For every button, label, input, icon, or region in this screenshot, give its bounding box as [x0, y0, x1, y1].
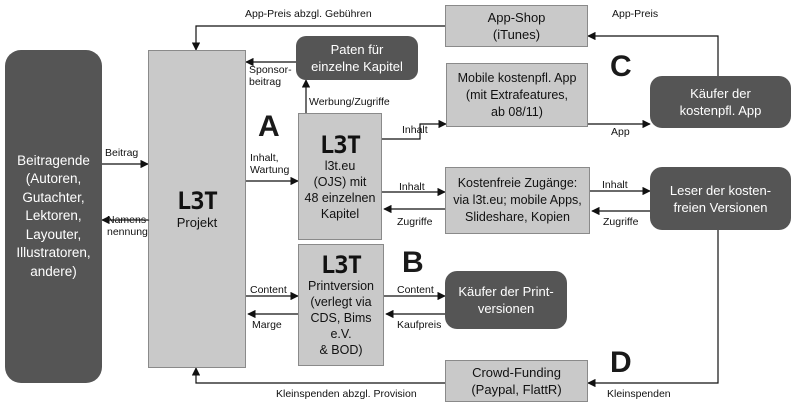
free-access-label: Kostenfreie Zugänge: via l3t.eu; mobile …: [453, 176, 582, 224]
contributors-label: Beitragende (Autoren, Gutachter, Lektore…: [16, 152, 91, 279]
label-content-free: Inhalt: [399, 181, 425, 193]
print-buyers-box: Käufer der Print- versionen: [445, 271, 567, 329]
label-contribution: Beitrag: [105, 147, 139, 159]
sponsors-label: Paten für einzelne Kapitel: [311, 42, 403, 74]
label-content-maintenance: Inhalt, Wartung: [250, 152, 290, 176]
contributors-box: Beitragende (Autoren, Gutachter, Lektore…: [5, 50, 102, 383]
mobile-app-label: Mobile kostenpfl. App (mit Extrafeatures…: [457, 70, 577, 119]
label-purchase-price: Kaufpreis: [397, 319, 442, 331]
arrow-crowdfunding-to-project: [191, 367, 445, 384]
free-readers-box: Leser der kosten- freien Versionen: [650, 167, 791, 230]
label-app-price-fees: App-Preis abzgl. Gebühren: [245, 8, 372, 20]
label-small-donations: Kleinspenden: [607, 388, 671, 400]
l3t-eu-label: l3t.eu (OJS) mit 48 einzelnen Kapitel: [304, 158, 376, 221]
project-label: Projekt: [176, 214, 218, 230]
arrow-appshop-to-project: [191, 25, 445, 51]
arrow-appbuyers-to-appshop: [587, 31, 719, 76]
app-shop-label: App-Shop (iTunes): [487, 10, 546, 42]
print-label: Printversion (verlegt via CDS, Bims e.V.…: [308, 279, 374, 357]
arrow-readers-to-crowdfunding: [587, 230, 719, 388]
arrow-l3teu-to-mobileapp: [382, 119, 447, 140]
print-box: L3T Printversion (verlegt via CDS, Bims …: [298, 244, 384, 366]
project-box: L3T Projekt: [148, 50, 246, 368]
l3t-logo-project: L3T: [176, 186, 218, 215]
print-buyers-label: Käufer der Print- versionen: [458, 284, 554, 316]
free-readers-label: Leser der kosten- freien Versionen: [669, 182, 772, 215]
label-sponsor-contribution: Sponsor- beitrag: [249, 64, 292, 88]
app-shop-box: App-Shop (iTunes): [445, 5, 588, 47]
crowdfunding-box: Crowd-Funding (Paypal, FlattR): [445, 360, 588, 402]
app-buyers-box: Käufer der kostenpfl. App: [650, 76, 791, 128]
label-content-print-out: Content: [397, 284, 434, 296]
label-naming: Namens- nennung: [107, 214, 150, 238]
l3t-logo-print: L3T: [320, 251, 362, 279]
mobile-app-box: Mobile kostenpfl. App (mit Extrafeatures…: [446, 63, 588, 127]
label-content-print-in: Content: [250, 284, 287, 296]
sponsors-box: Paten für einzelne Kapitel: [296, 36, 418, 80]
label-accesses-free: Zugriffe: [397, 216, 433, 228]
label-margin: Marge: [252, 319, 282, 331]
crowdfunding-label: Crowd-Funding (Paypal, FlattR): [471, 365, 562, 397]
l3t-eu-box: L3T l3t.eu (OJS) mit 48 einzelnen Kapite…: [298, 113, 382, 240]
free-access-box: Kostenfreie Zugänge: via l3t.eu; mobile …: [445, 167, 590, 234]
marker-d: D: [610, 346, 632, 379]
marker-a: A: [258, 110, 280, 143]
label-accesses-readers: Zugriffe: [603, 216, 639, 228]
label-content-mobile: Inhalt: [402, 124, 428, 136]
marker-b: B: [402, 246, 424, 279]
label-small-donations-less: Kleinspenden abzgl. Provision: [276, 388, 417, 400]
l3t-logo-eu: L3T: [319, 130, 361, 159]
marker-c: C: [610, 50, 632, 83]
app-buyers-label: Käufer der kostenpfl. App: [679, 86, 762, 118]
label-advertising: Werbung/Zugriffe: [309, 96, 390, 108]
label-content-readers: Inhalt: [602, 179, 628, 191]
label-app-price: App-Preis: [612, 8, 659, 20]
label-app: App: [611, 126, 630, 138]
